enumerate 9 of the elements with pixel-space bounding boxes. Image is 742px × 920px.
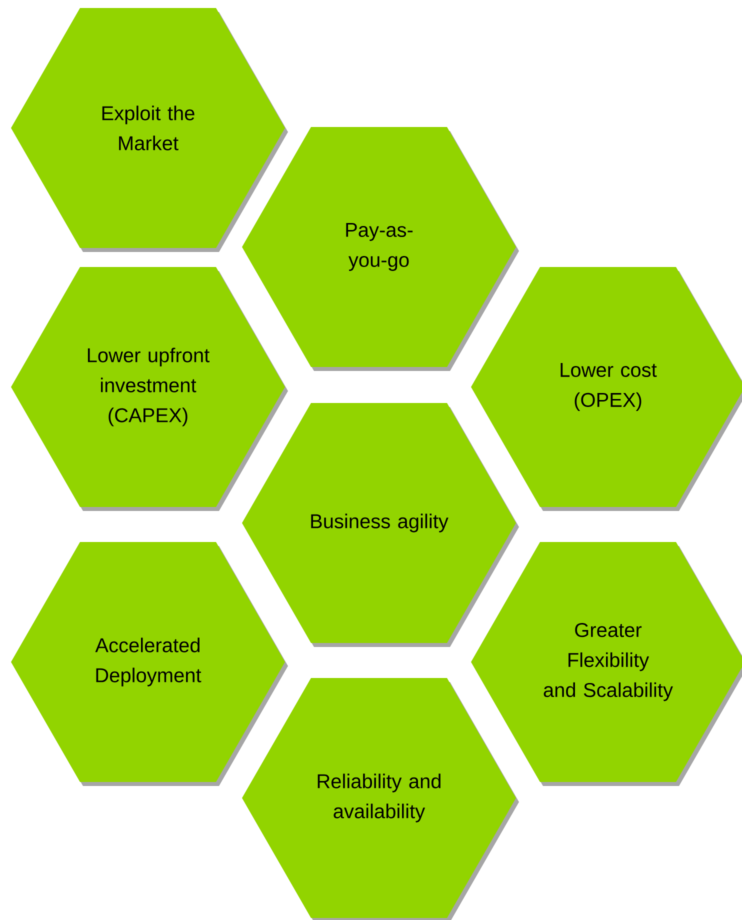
hexagon: Lower cost (OPEX)	[471, 267, 742, 511]
hexagon: Accelerated Deployment	[11, 542, 288, 786]
node-label: Accelerated Deployment	[95, 638, 202, 686]
hexagon: Greater Flexibility and Scalability	[471, 542, 742, 786]
hexagon: Reliability and availability	[242, 678, 519, 920]
hexagon: Business agility	[242, 403, 519, 647]
hexagon: Pay-as-you-go	[242, 127, 519, 371]
hexagon: Lower upfront investment (CAPEX)	[11, 267, 288, 511]
hexagon: Exploit the Market	[11, 8, 288, 252]
